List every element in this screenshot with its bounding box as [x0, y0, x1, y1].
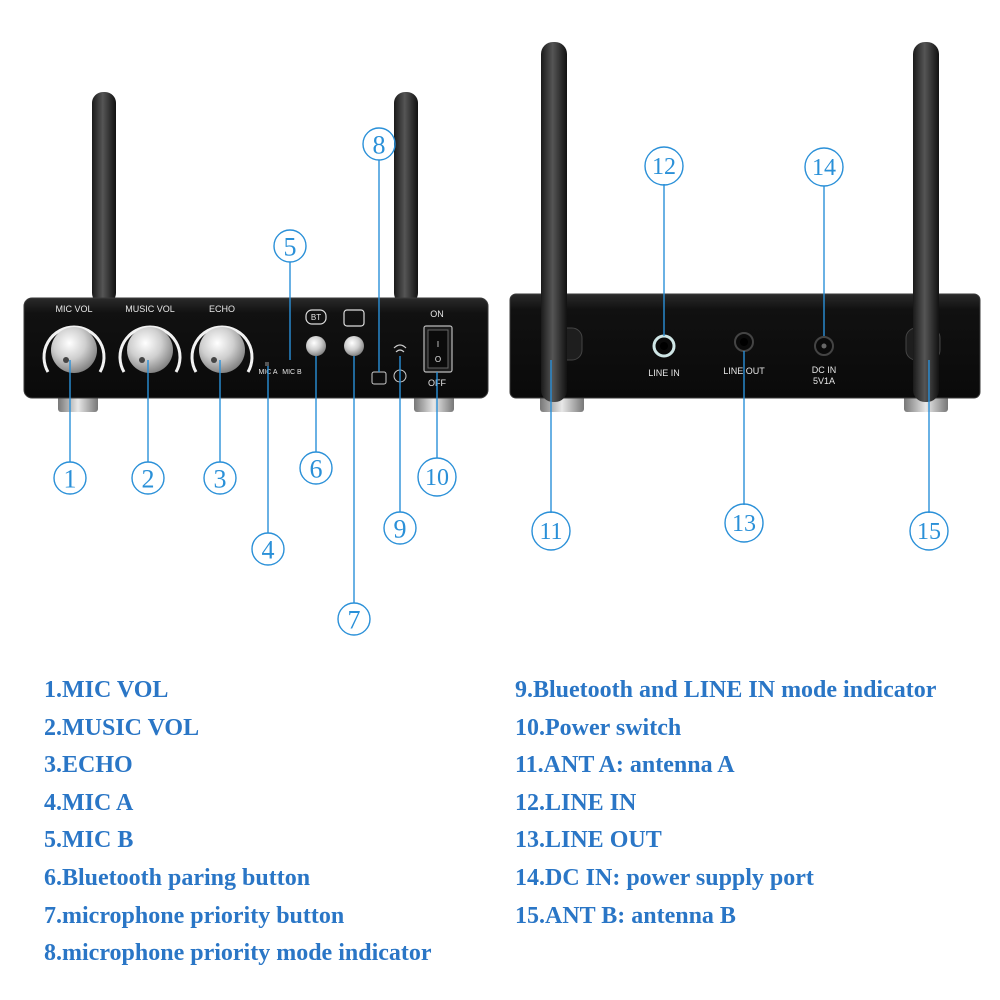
callout-7-label: 7 [348, 606, 361, 635]
dc-in-label: DC IN [812, 365, 837, 375]
mic-vol-label: MIC VOL [55, 304, 92, 314]
callout-11-label: 11 [539, 519, 562, 545]
callout-8-label: 8 [373, 131, 386, 160]
line-in-port[interactable] [652, 334, 676, 358]
callout-8: 8 [362, 127, 396, 161]
legend-item: 8.microphone priority mode indicator [44, 940, 432, 967]
front-antenna-right [394, 92, 418, 304]
callout-9-label: 9 [394, 515, 407, 544]
callout-10-label: 10 [425, 465, 449, 491]
bluetooth-pairing-button[interactable]: BT [305, 309, 327, 356]
on-label: ON [430, 309, 444, 319]
legend-item: 1.MIC VOL [44, 677, 169, 703]
mic-vol-knob[interactable]: MIC VOL [42, 304, 106, 373]
callout-1-label: 1 [64, 465, 77, 494]
music-vol-label: MUSIC VOL [125, 304, 175, 314]
callout-7: 7 [337, 602, 371, 636]
callout-2: 2 [131, 461, 165, 495]
mic-priority-button[interactable] [343, 309, 365, 356]
echo-label: ECHO [209, 304, 235, 314]
callout-9: 9 [383, 511, 417, 545]
line-in-label: LINE IN [648, 368, 680, 378]
callout-3-label: 3 [214, 465, 227, 494]
callout-15-label: 15 [917, 519, 941, 545]
callout-14-label: 14 [812, 155, 836, 181]
legend-item: 14.DC IN: power supply port [515, 864, 814, 891]
callouts: 1 2 3 4 5 6 7 8 9 10 11 12 13 14 15 [53, 127, 949, 636]
legend-item: 10.Power switch [515, 714, 682, 741]
bt-label: BT [311, 313, 321, 322]
legend-item: 15.ANT B: antenna B [515, 902, 736, 929]
callout-3: 3 [203, 461, 237, 495]
legend-item: 5.MIC B [44, 827, 134, 854]
legend-item: 4.MIC A [44, 789, 134, 816]
callout-14: 14 [804, 147, 844, 187]
legend-item: 11.ANT A: antenna A [515, 752, 735, 779]
switch-off-mark: O [435, 355, 441, 364]
mic-b-label: MIC B [282, 369, 302, 376]
echo-knob[interactable]: ECHO [190, 304, 254, 373]
antenna-a [541, 42, 567, 402]
dc-rating-label: 5V1A [813, 376, 835, 386]
mic-music-icon [343, 309, 365, 327]
callout-5-label: 5 [284, 233, 297, 262]
callout-13-label: 13 [732, 511, 756, 537]
callout-5: 5 [273, 229, 307, 263]
back-device: LINE IN LINE OUT DC IN 5V1A [509, 42, 981, 412]
legend-item: 12.LINE IN [515, 789, 637, 816]
antenna-b [913, 42, 939, 402]
callout-1: 1 [53, 461, 87, 495]
callout-4: 4 [251, 532, 285, 566]
legend-left: 1.MIC VOL 2.MUSIC VOL 3.ECHO 4.MIC A 5.M… [44, 672, 432, 973]
callout-13: 13 [724, 503, 764, 543]
callout-12-label: 12 [652, 154, 676, 180]
signal-icon [393, 344, 407, 353]
mic-a-indicator [265, 362, 269, 366]
line-out-port[interactable] [734, 332, 754, 352]
legend-right: 9.Bluetooth and LINE IN mode indicator 1… [515, 672, 936, 935]
callout-15: 15 [909, 511, 949, 551]
callout-2-label: 2 [142, 465, 155, 494]
legend-item: 9.Bluetooth and LINE IN mode indicator [515, 677, 937, 703]
legend-item: 13.LINE OUT [515, 827, 662, 854]
front-device: MIC VOL MUSIC VOL ECHO MIC A MIC B BT [23, 92, 489, 412]
legend-item: 7.microphone priority button [44, 902, 345, 929]
music-vol-knob[interactable]: MUSIC VOL [118, 304, 182, 373]
callout-11: 11 [531, 511, 571, 551]
product-diagram: MIC VOL MUSIC VOL ECHO MIC A MIC B BT [23, 42, 981, 636]
legend-item: 2.MUSIC VOL [44, 714, 200, 741]
callout-6: 6 [299, 451, 333, 485]
switch-on-mark: I [437, 340, 439, 349]
callout-10: 10 [417, 457, 457, 497]
legend-item: 3.ECHO [44, 752, 133, 779]
legend-item: 6.Bluetooth paring button [44, 864, 311, 891]
callout-4-label: 4 [262, 536, 275, 565]
dc-in-port[interactable] [814, 336, 834, 356]
front-antenna-left [92, 92, 116, 304]
callout-12: 12 [644, 146, 684, 186]
callout-6-label: 6 [310, 455, 323, 484]
